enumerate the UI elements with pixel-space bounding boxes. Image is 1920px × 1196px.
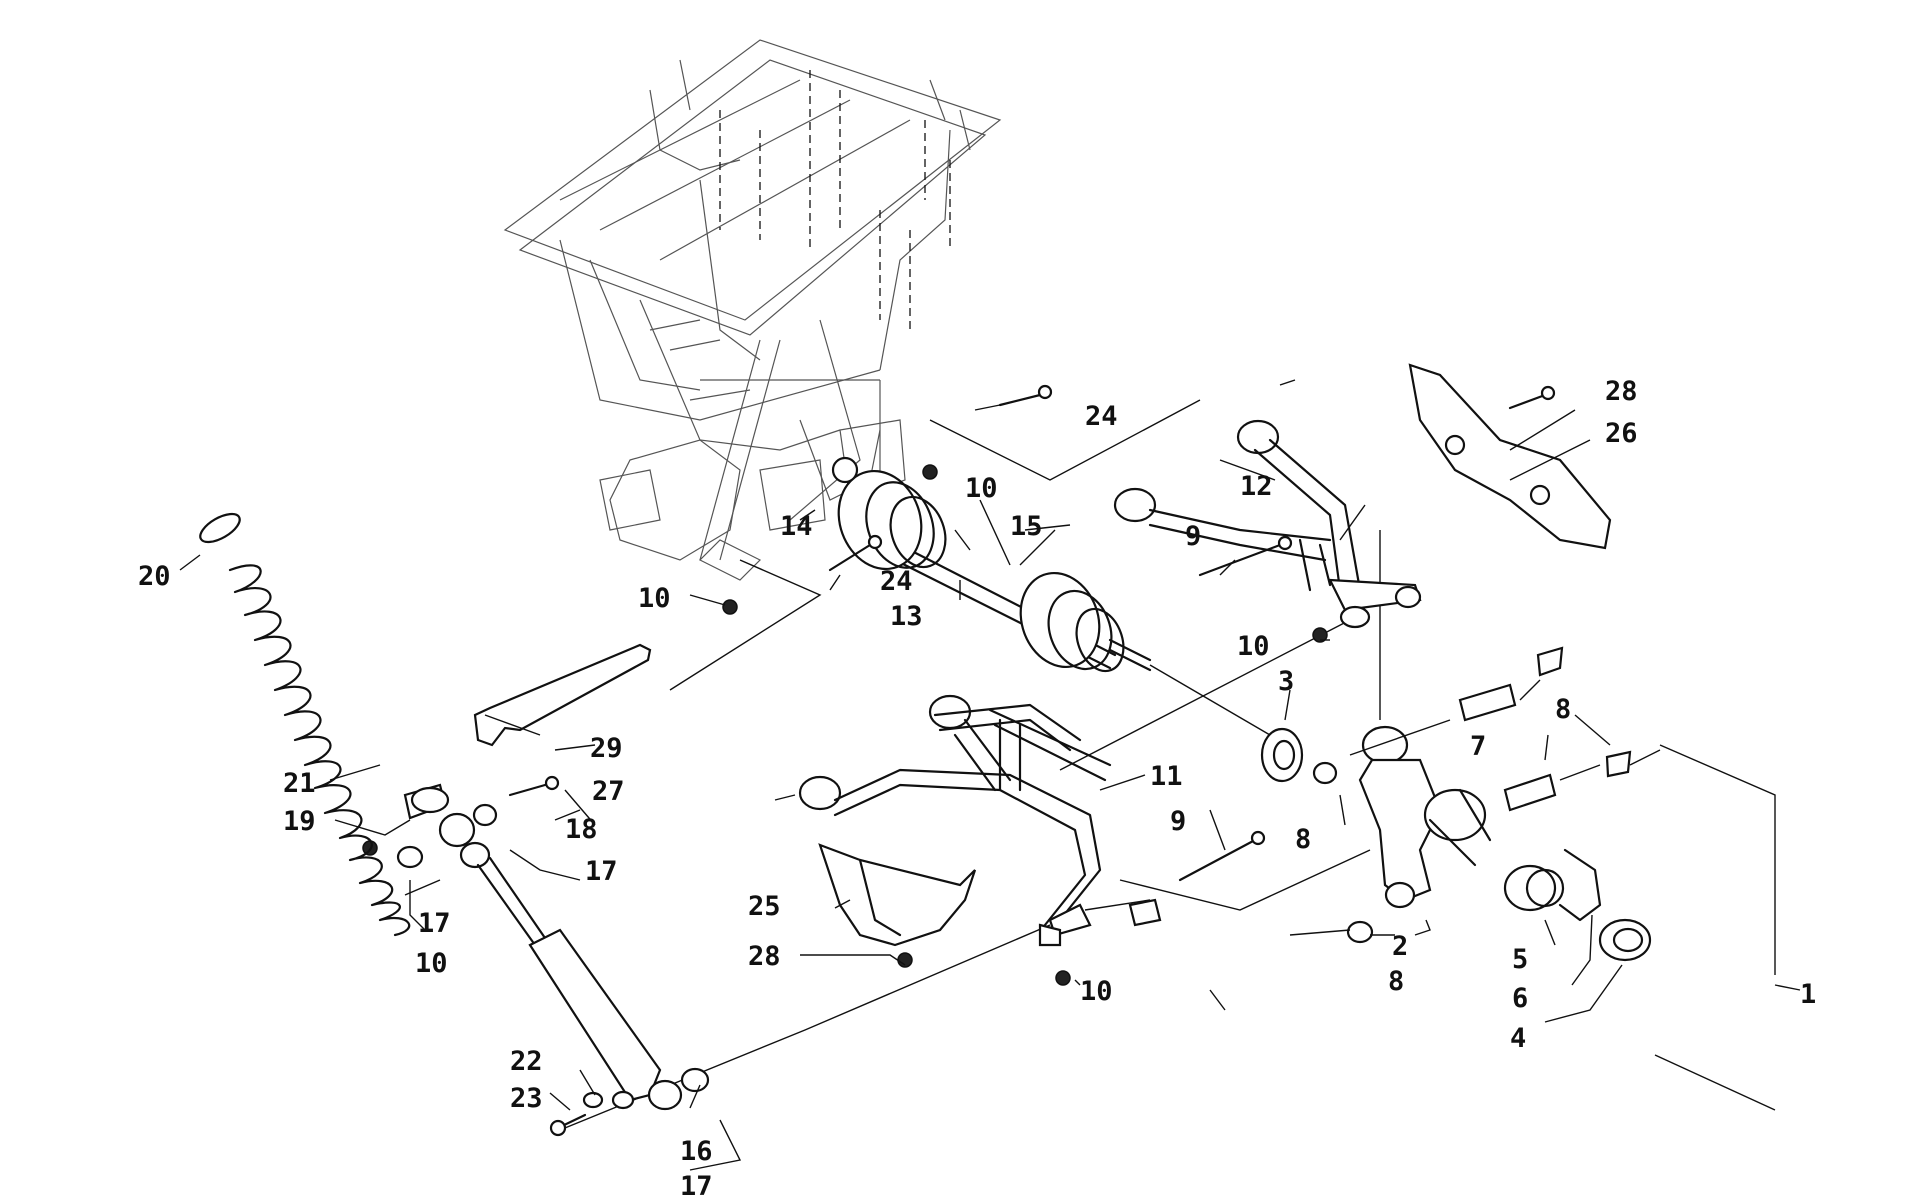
callout-10-c: 10 [1237, 631, 1270, 662]
callout-4: 4 [1510, 1023, 1526, 1054]
callout-17-c: 17 [680, 1171, 713, 1196]
callout-20: 20 [138, 561, 171, 592]
coil-spring [199, 512, 450, 937]
spanner-wrench [473, 643, 652, 747]
callout-22: 22 [510, 1046, 543, 1077]
callout-8-c: 8 [1388, 966, 1404, 997]
callout-12: 12 [1240, 471, 1273, 502]
callout-8-b: 8 [1295, 824, 1311, 855]
callout-2: 2 [1392, 931, 1408, 962]
callout-9-a: 9 [1185, 521, 1201, 552]
callout-28-b: 28 [748, 941, 781, 972]
lower-arm-guard [818, 843, 977, 947]
callout-19: 19 [283, 806, 316, 837]
callout-17-a: 17 [585, 856, 618, 887]
callout-29: 29 [590, 733, 623, 764]
callout-10-d: 10 [1080, 976, 1113, 1007]
callout-1: 1 [1800, 979, 1816, 1010]
callout-26: 26 [1605, 418, 1638, 449]
cv-axle [831, 456, 1271, 736]
callout-24-b: 24 [880, 566, 913, 597]
callout-15: 15 [1010, 511, 1043, 542]
callout-9-b: 9 [1170, 806, 1186, 837]
upper-a-arm [1113, 419, 1422, 629]
callout-24-a: 24 [1085, 401, 1118, 432]
callout-14: 14 [780, 511, 813, 542]
chassis-frame [503, 39, 1002, 581]
callout-23: 23 [510, 1083, 543, 1114]
leader-lines [179, 379, 1801, 1171]
callout-labels: 1 2 3 4 5 6 7 8 8 8 9 9 10 10 10 10 10 1… [138, 376, 1816, 1196]
bushings-sleeves [1289, 646, 1661, 936]
knuckle-spindle [1358, 725, 1492, 909]
shock-absorber [396, 803, 710, 1137]
callout-25: 25 [748, 891, 781, 922]
callout-6: 6 [1512, 983, 1528, 1014]
callout-28-a: 28 [1605, 376, 1638, 407]
callout-7: 7 [1470, 731, 1486, 762]
callout-10-e: 10 [415, 948, 448, 979]
callout-8-a: 8 [1555, 694, 1571, 725]
callout-21: 21 [283, 768, 316, 799]
callout-10-b: 10 [638, 583, 671, 614]
callout-5: 5 [1512, 944, 1528, 975]
callout-27: 27 [592, 776, 625, 807]
callout-3: 3 [1278, 666, 1294, 697]
nuts [362, 464, 1328, 986]
rear-skid-guard [1408, 363, 1612, 550]
bearing-and-seals [1260, 727, 1652, 962]
callout-17-b: 17 [418, 908, 451, 939]
callout-13: 13 [890, 601, 923, 632]
callout-18: 18 [565, 814, 598, 845]
bolts [508, 384, 1556, 882]
callout-16: 16 [680, 1136, 713, 1167]
callout-10-a: 10 [965, 473, 998, 504]
callout-11: 11 [1150, 761, 1183, 792]
lower-a-arm [798, 694, 1162, 947]
